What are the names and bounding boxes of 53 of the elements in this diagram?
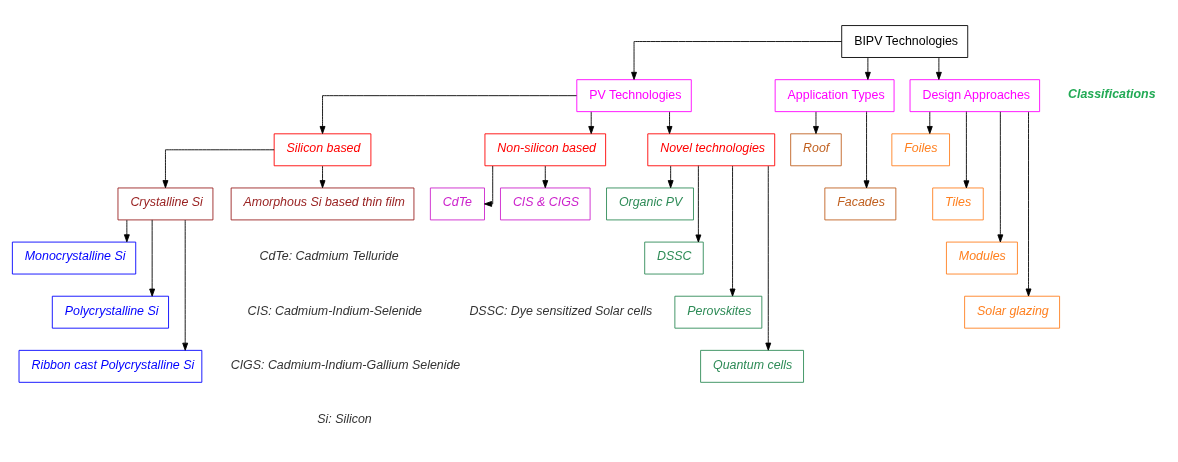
node-box: Organic PV <box>606 187 694 221</box>
arrow <box>182 219 189 351</box>
node-box: Facades <box>824 187 897 221</box>
label: DSSC: Dye sensitized Solar cells <box>469 303 653 318</box>
node-box: BIPV Technologies <box>841 25 969 58</box>
arrow <box>864 57 871 80</box>
node-box: Silicon based <box>273 133 372 167</box>
node-box: Foiles <box>891 133 950 167</box>
node-box: Ribbon cast Polycrystalline Si <box>18 349 203 383</box>
arrow <box>542 165 549 189</box>
arrow <box>926 111 933 134</box>
arrow <box>162 149 275 189</box>
arrow <box>935 57 942 80</box>
arrow <box>813 111 819 134</box>
arrow <box>123 219 130 243</box>
node-box: Quantum cells <box>700 349 804 383</box>
node-box: Amorphous Si based thin film <box>230 187 415 221</box>
node-box: Novel technologies <box>647 133 776 167</box>
node-box: Modules <box>946 241 1018 275</box>
label: Classifications <box>1068 87 1156 102</box>
node-box: Perovskites <box>674 295 763 329</box>
node-box: Non-silicon based <box>484 133 607 167</box>
label: CIS: Cadmium-Indium-Selenide <box>247 303 422 318</box>
arrow <box>963 111 970 189</box>
arrow <box>588 111 595 134</box>
arrow <box>319 165 326 189</box>
node-box: Application Types <box>774 79 895 113</box>
arrow <box>695 165 702 243</box>
label: CIGS: Cadmium-Indium-Gallium Selenide <box>230 357 461 372</box>
arrow <box>631 41 843 80</box>
node-box: Design Approaches <box>909 79 1041 113</box>
node-box: PV Technologies <box>576 79 692 113</box>
arrow <box>765 165 772 351</box>
label: CdTe: Cadmium Telluride <box>259 249 399 264</box>
label: Si: Silicon <box>317 411 372 426</box>
node-box: DSSC <box>644 241 704 275</box>
node-box: Tiles <box>932 187 984 221</box>
arrow <box>149 219 156 297</box>
node-box: CdTe <box>429 187 485 221</box>
node-box: Roof <box>790 133 842 167</box>
node-box: Solar glazing <box>964 295 1061 329</box>
arrow <box>1025 111 1032 297</box>
node-box: CIS & CIGS <box>500 187 591 221</box>
node-box: Monocrystalline Si <box>11 241 137 275</box>
arrow <box>997 111 1004 243</box>
arrow <box>666 111 673 134</box>
arrow <box>667 165 674 189</box>
node-box: Polycrystalline Si <box>51 295 169 329</box>
arrow <box>729 165 736 297</box>
node-box: Crystalline Si <box>117 187 214 221</box>
arrow <box>484 165 494 207</box>
arrow <box>319 95 577 134</box>
arrow <box>863 111 870 189</box>
